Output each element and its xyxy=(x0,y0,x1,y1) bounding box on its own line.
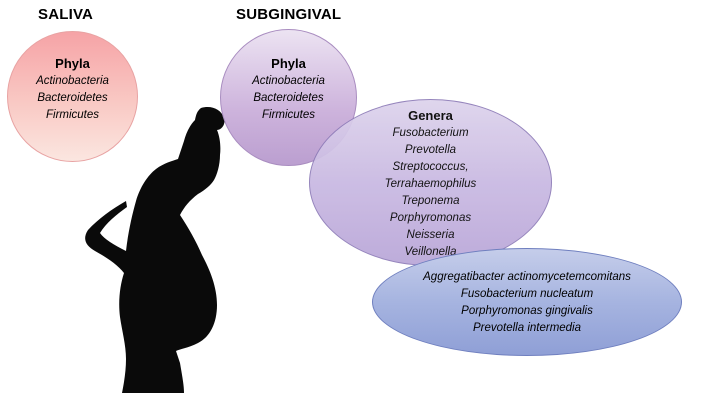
subgingival-heading: SUBGINGIVAL xyxy=(236,6,342,23)
species-item: Prevotella intermedia xyxy=(472,322,582,334)
genus-item: Veillonella xyxy=(404,245,457,258)
saliva-phylum-item: Bacteroidetes xyxy=(37,92,108,104)
genus-item: Prevotella xyxy=(404,143,457,156)
genus-item: Streptococcus, xyxy=(392,160,469,173)
saliva-phylum-item: Actinobacteria xyxy=(36,75,109,87)
species-item: Fusobacterium nucleatum xyxy=(460,288,594,300)
saliva-phylum-item: Firmicutes xyxy=(45,109,100,121)
pregnant-woman-silhouette-icon xyxy=(85,107,225,393)
saliva-phyla-bubble: Phyla Actinobacteria Bacteroidetes Firmi… xyxy=(7,31,138,162)
genus-item: Porphyromonas xyxy=(389,211,472,224)
subgingival-phyla-title: Phyla xyxy=(271,56,306,71)
saliva-phyla-title: Phyla xyxy=(55,56,90,71)
subgingival-phylum-item: Firmicutes xyxy=(261,109,316,121)
genus-item: Fusobacterium xyxy=(392,126,469,139)
genus-item: Neisseria xyxy=(406,228,455,241)
subgingival-species-bubble: Aggregatibacter actinomycetemcomitans Fu… xyxy=(372,248,682,356)
subgingival-phylum-item: Actinobacteria xyxy=(252,75,325,87)
genera-title: Genera xyxy=(408,107,453,123)
species-item: Porphyromonas gingivalis xyxy=(461,305,593,317)
genus-item: Treponema xyxy=(401,194,460,207)
saliva-heading: SALIVA xyxy=(38,6,94,23)
species-item: Aggregatibacter actinomycetemcomitans xyxy=(423,271,631,283)
subgingival-genera-bubble: Genera Fusobacterium Prevotella Streptoc… xyxy=(309,99,552,266)
genus-item: Terrahaemophilus xyxy=(384,177,477,190)
subgingival-phylum-item: Bacteroidetes xyxy=(253,92,324,104)
